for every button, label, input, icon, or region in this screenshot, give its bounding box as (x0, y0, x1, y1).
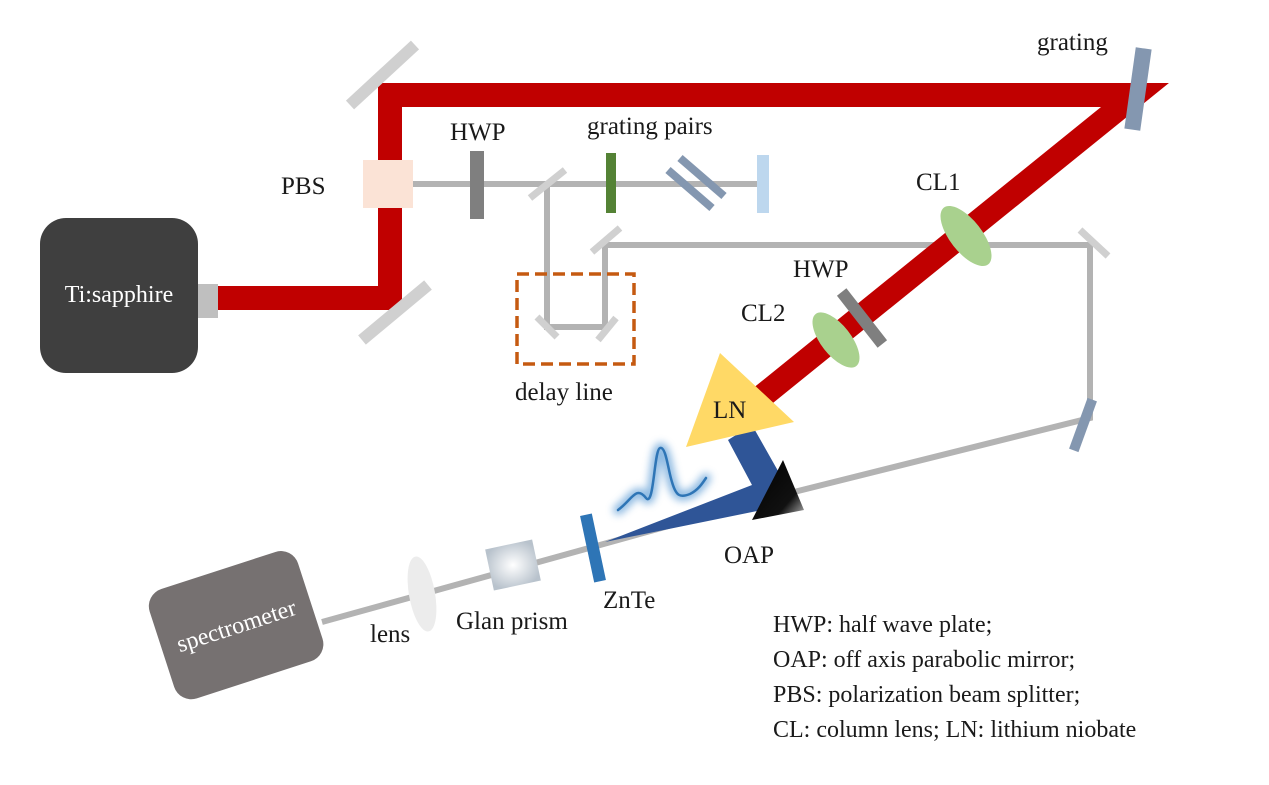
cl2-label: CL2 (741, 300, 785, 327)
znte-crystal (580, 513, 606, 583)
legend-line: CL: column lens; LN: lithium niobate (773, 717, 1136, 743)
mirror-top-left (345, 40, 420, 110)
spectrometer-box (148, 551, 324, 700)
ti-sapphire-box (40, 218, 198, 373)
pump-beam (216, 83, 1169, 408)
legend-line: HWP: half wave plate; (773, 612, 992, 638)
hwp-mid-label: HWP (793, 256, 849, 283)
thz-beam (605, 425, 782, 542)
lens-label: lens (370, 621, 410, 648)
pbs-cube (363, 160, 413, 208)
ln-label: LN (713, 397, 746, 424)
glan-prism (485, 539, 541, 591)
cl2-lens (812, 312, 860, 368)
laser-output-port (198, 284, 218, 318)
mirror-delay-right (595, 315, 619, 343)
ti-sapphire-label: Ti:sapphire (65, 282, 173, 308)
thz-pulse-waveform (613, 443, 711, 515)
oap-mirror (752, 460, 804, 520)
grating-pairs-label: grating pairs (587, 113, 713, 140)
hwp-mid-plate (836, 288, 888, 348)
cl1-lens (940, 205, 992, 267)
legend-line: PBS: polarization beam splitter; (773, 682, 1080, 708)
glan-prism-label: Glan prism (456, 608, 568, 635)
grating-pairs-second (665, 154, 727, 212)
mirrors (345, 40, 1111, 345)
legend: HWP: half wave plate; OAP: off axis para… (773, 612, 1136, 743)
pbs-label: PBS (281, 173, 325, 200)
detection-lens (407, 556, 437, 632)
delay-line-label: delay line (515, 379, 613, 406)
grating-label: grating (1037, 29, 1108, 56)
grating-pairs-end-plate (757, 155, 769, 213)
probe-mirror-right (1069, 397, 1097, 453)
thz-beam-shape (605, 425, 782, 542)
cl1-label: CL1 (916, 169, 960, 196)
ti-sapphire-laser: Ti:sapphire (40, 218, 218, 373)
hwp-top-plate (470, 151, 484, 219)
ln-crystal (686, 353, 794, 447)
mirror-bottom-left (358, 280, 432, 345)
mirror-right-top (1077, 227, 1111, 259)
grating-plate (1124, 47, 1152, 131)
oap-label: OAP (724, 542, 774, 569)
mirror-delay-out (589, 225, 623, 255)
legend-line: OAP: off axis parabolic mirror; (773, 647, 1075, 673)
pump-beam-path (216, 83, 1169, 408)
spectrometer: spectrometer (148, 551, 324, 700)
mirror-delay-left (534, 314, 560, 340)
mirror-probe-pickoff (527, 167, 568, 201)
znte-label: ZnTe (603, 587, 655, 614)
grating-pairs-first (606, 153, 616, 213)
hwp-top-label: HWP (450, 119, 506, 146)
delay-line-box (515, 272, 636, 366)
